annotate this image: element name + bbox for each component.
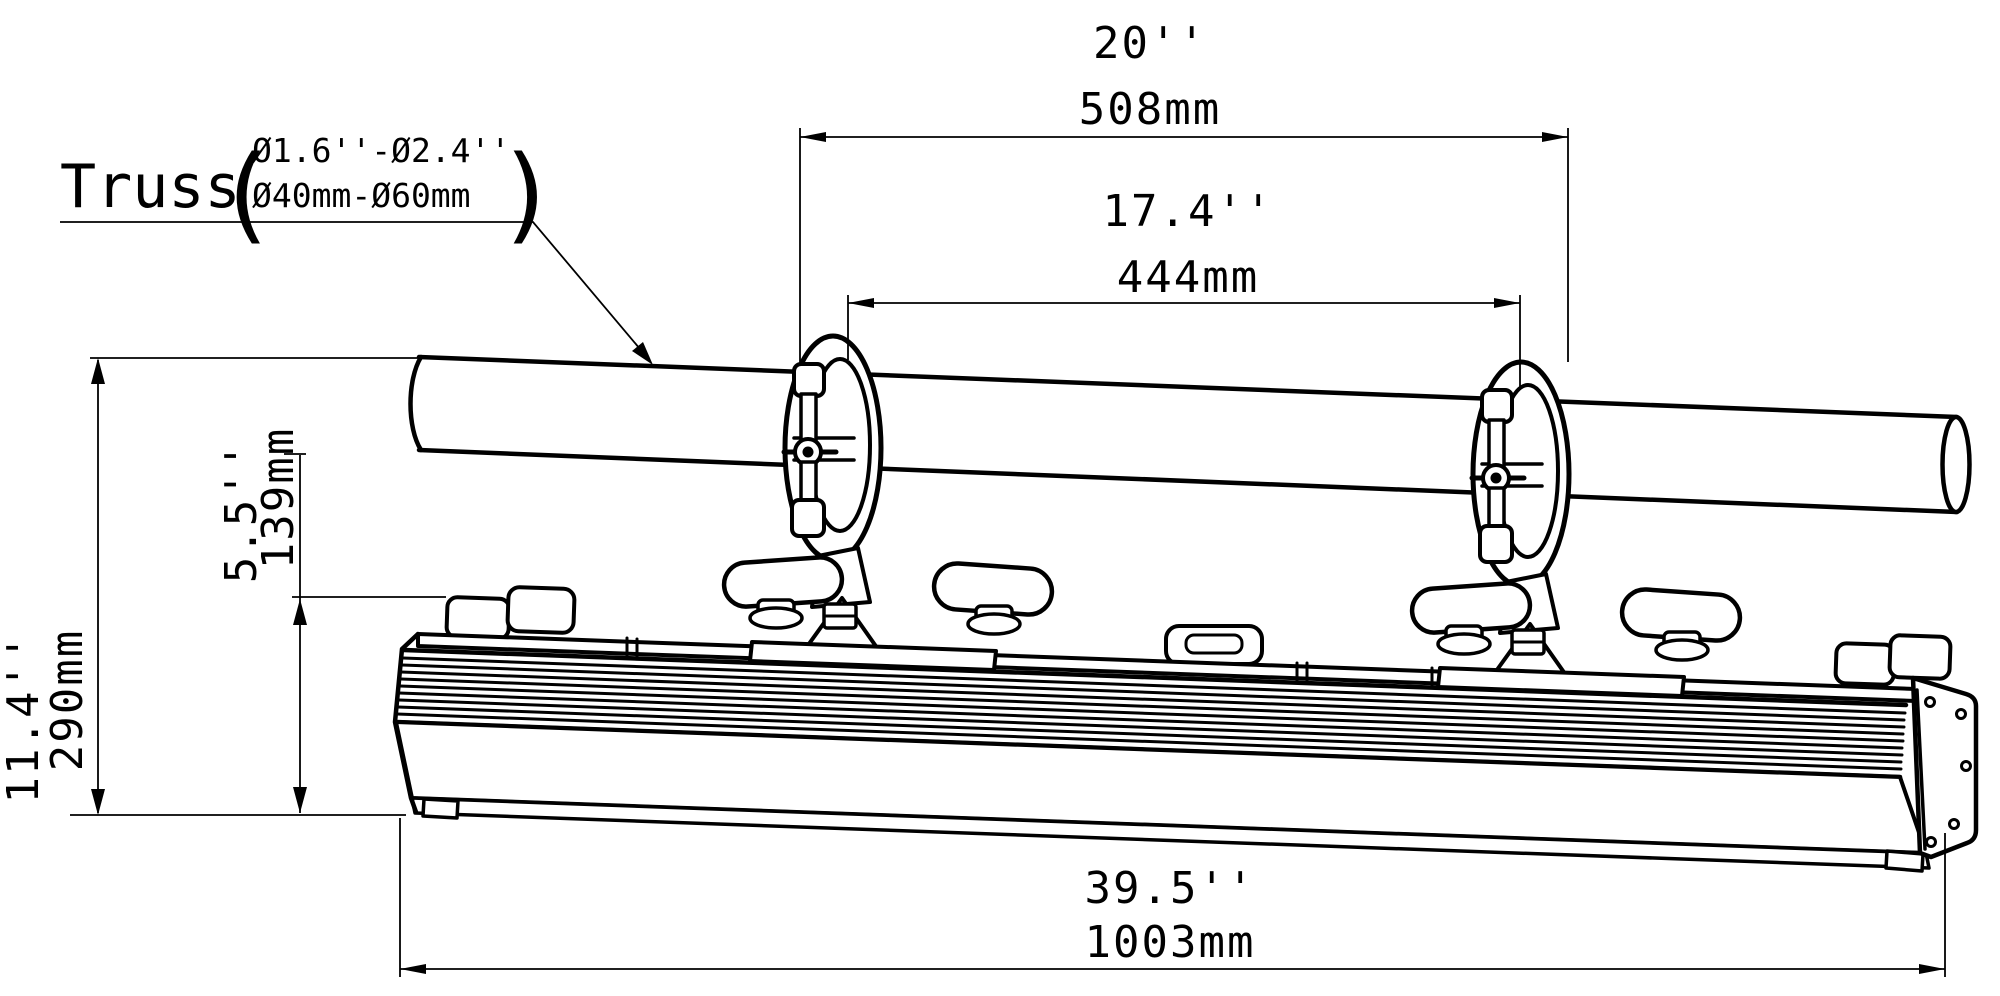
dim-1003-mm: 1003mm <box>1085 917 1256 968</box>
truss-tube-left-end <box>408 354 424 453</box>
truss-range-inches: Ø1.6''-Ø2.4'' <box>252 131 510 170</box>
dimension-508: 20'' 508mm <box>799 18 1569 364</box>
end-cap-screws <box>1924 696 1972 848</box>
dim-1003-inches: 39.5'' <box>1085 863 1256 914</box>
dim-508-mm: 508mm <box>1079 84 1221 135</box>
truss-callout-open-paren: ( <box>215 133 278 255</box>
truss-clamp-left <box>723 336 1054 670</box>
rail-clips <box>625 636 1444 688</box>
dimension-139: 5.5'' 139mm <box>216 427 446 813</box>
truss-callout-close-paren: ) <box>496 133 559 255</box>
truss-leader-arrow <box>632 342 653 365</box>
latch-tab <box>505 585 577 635</box>
light-fixture <box>392 585 1979 873</box>
truss-leader-line <box>60 221 641 350</box>
dim-139-mm: 139mm <box>253 427 304 569</box>
truss-range-mm: Ø40mm-Ø60mm <box>252 176 471 215</box>
dim-444-inches: 17.4'' <box>1103 186 1274 237</box>
dim-290-inches: 11.4'' <box>0 633 49 804</box>
truss-callout: Truss ( Ø1.6''-Ø2.4'' Ø40mm-Ø60mm ) <box>60 131 653 365</box>
fixture-foot-left <box>421 797 460 820</box>
fixture-right-end-cap <box>1910 675 1979 860</box>
truss-tube-right-end-cap <box>1940 414 1972 515</box>
dim-508-inches: 20'' <box>1093 18 1207 69</box>
dim-290-mm: 290mm <box>42 629 93 771</box>
truss-tube-top-edge <box>416 354 1960 420</box>
latch-tab <box>444 595 512 641</box>
latch-tab <box>1887 633 1953 681</box>
truss-tube <box>408 354 1972 515</box>
dimension-290: 11.4'' 290mm <box>0 357 419 816</box>
truss-clamp-right <box>1411 362 1742 696</box>
truss-callout-label: Truss <box>60 152 241 222</box>
truss-tube-bottom-edge <box>416 447 1960 515</box>
dim-444-mm: 444mm <box>1117 252 1259 303</box>
safety-handle-slot <box>1184 633 1244 655</box>
fixture-left-edge <box>392 631 421 815</box>
dimension-444: 17.4'' 444mm <box>847 186 1521 390</box>
dim-139-inches: 5.5'' <box>216 441 267 583</box>
fixture-top-latches <box>444 585 1953 687</box>
dimension-1003: 39.5'' 1003mm <box>399 818 1946 977</box>
fixture-foot-right <box>1884 849 1925 873</box>
latch-tab <box>1833 641 1897 687</box>
